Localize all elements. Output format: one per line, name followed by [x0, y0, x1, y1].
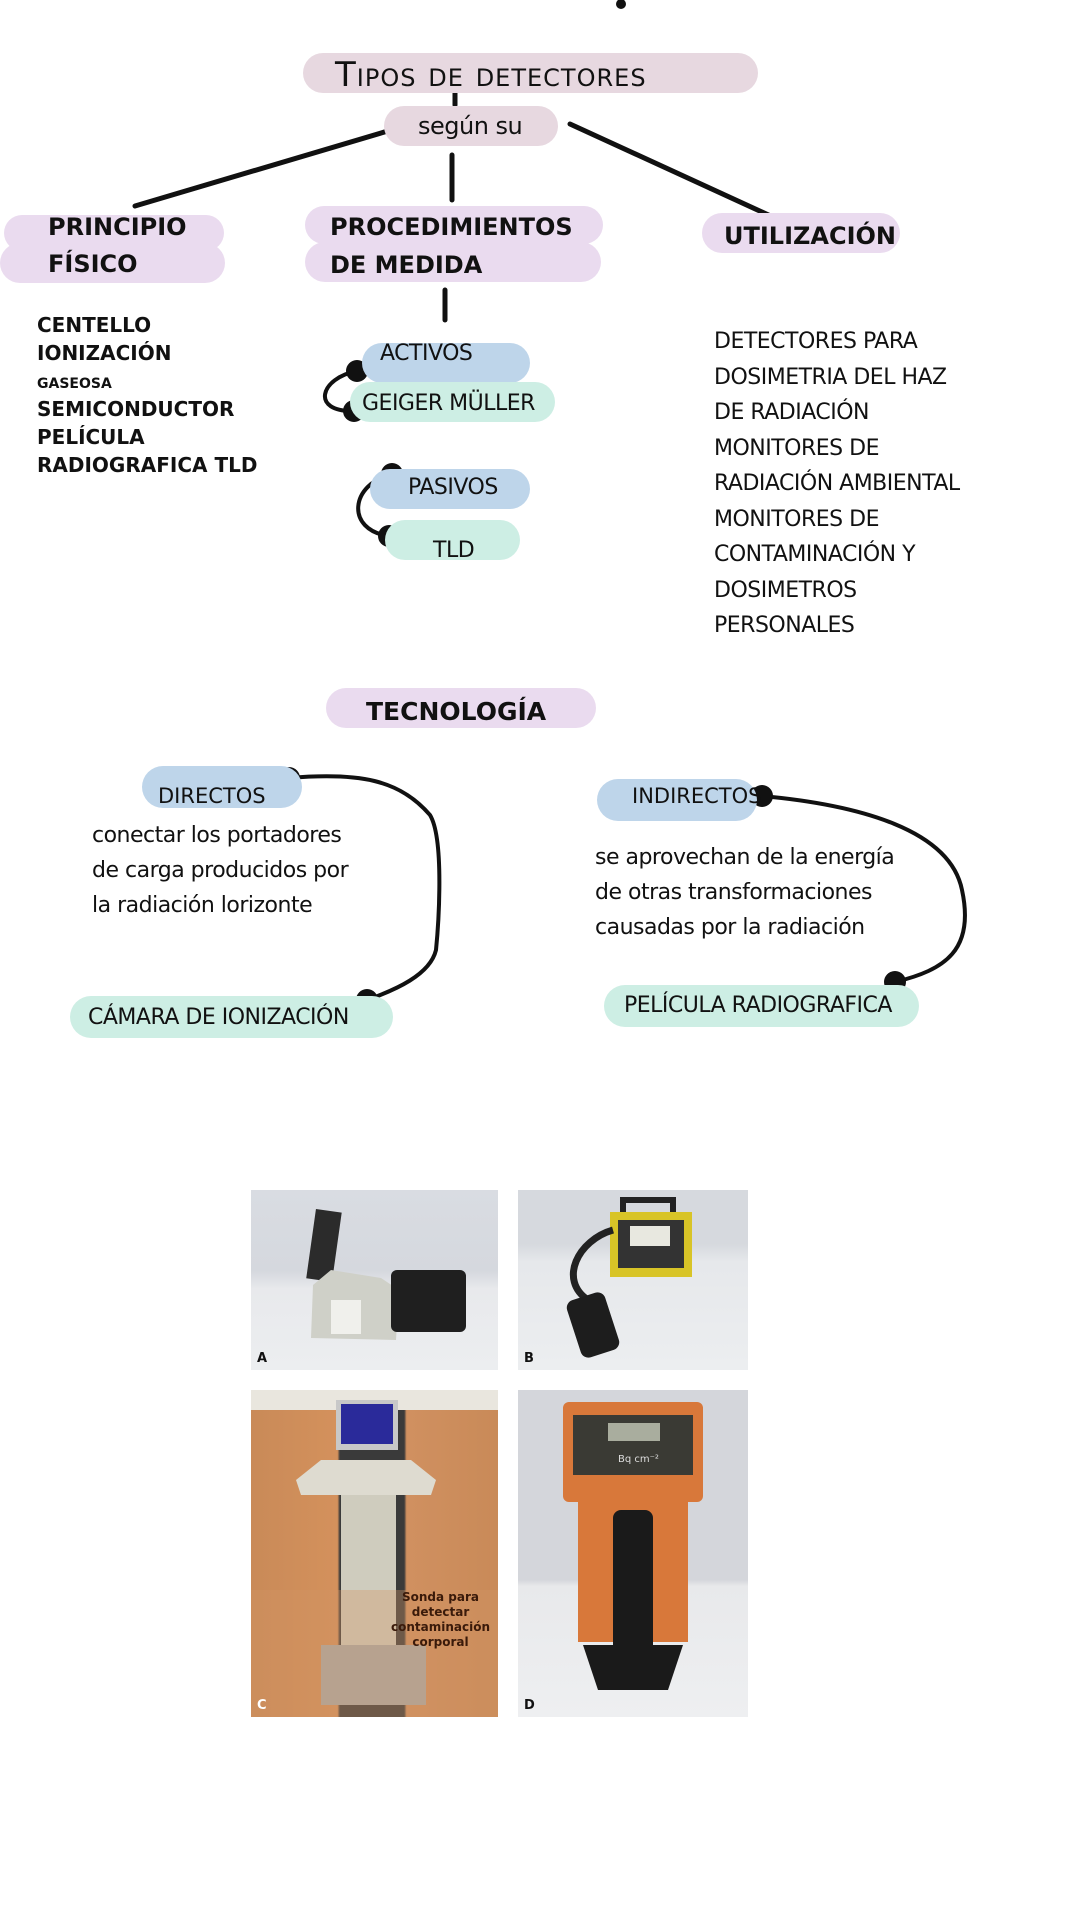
directos-description: conectar los portadores de carga produci… [92, 818, 349, 923]
principio-item: GASEOSA [37, 369, 112, 393]
photo-panel-c: Sonda para detectar contaminación corpor… [251, 1390, 498, 1717]
utilizacion-item: PERSONALES [714, 613, 855, 638]
procedimientos-label-2: DE MEDIDA [330, 251, 483, 279]
panel-label: D [524, 1698, 535, 1713]
utilizacion-item: DOSIMETROS [714, 577, 857, 603]
page-title: Tipos de detectores [335, 55, 647, 95]
photo-panel-d: Bq cm⁻² D [518, 1390, 748, 1717]
tecnologia-label: TECNOLOGÍA [366, 697, 547, 726]
geiger-pill [350, 382, 555, 422]
connector-pill [384, 106, 558, 146]
utilizacion-item: DE RADIACIÓN [714, 400, 869, 425]
utilizacion-item: RADIACIÓN AMBIENTAL [714, 471, 960, 496]
pelicula-pill [604, 985, 919, 1027]
connector-label: según su [418, 112, 523, 140]
activos-label: ACTIVOS [380, 341, 473, 366]
principio-item: RADIOGRAFICA TLD [37, 453, 258, 477]
survey-meter-b-illustration [566, 1197, 692, 1358]
procedimientos-pill-1 [305, 206, 603, 244]
orange-meter-illustration: Bq cm⁻² [563, 1402, 703, 1690]
activos-pill [362, 343, 530, 383]
principio-item: CENTELLO [37, 313, 152, 337]
procedimientos-label-1: PROCEDIMIENTOS [330, 213, 573, 241]
meter-unit-text: Bq cm⁻² [618, 1454, 659, 1465]
pasivos-label: PASIVOS [408, 475, 498, 500]
tecnologia-pill [326, 688, 596, 728]
directos-desc-line: la radiación lorizonte [92, 893, 313, 918]
principio-pill-2 [0, 243, 225, 283]
geiger-label: GEIGER MÜLLER [362, 391, 535, 416]
panel-label: A [257, 1351, 268, 1366]
utilizacion-item: DETECTORES PARA [714, 329, 918, 354]
pelicula-label: PELÍCULA RADIOGRAFICA [624, 993, 892, 1018]
tld-pill [385, 520, 520, 560]
principio-item: SEMICONDUCTOR [37, 397, 235, 421]
camara-label: CÁMARA DE IONIZACIÓN [88, 1005, 349, 1030]
panel-label: B [524, 1351, 534, 1366]
principio-item: IONIZACIÓN [37, 341, 172, 365]
utilizacion-list: DETECTORES PARA DOSIMETRIA DEL HAZ DE RA… [714, 324, 960, 644]
principio-list: CENTELLO IONIZACIÓN GASEOSA SEMICONDUCTO… [37, 311, 257, 479]
principio-label-1: PRINCIPIO [48, 213, 187, 241]
procedimientos-pill-2 [305, 242, 601, 282]
indirectos-desc-line: causadas por la radiación [595, 915, 865, 940]
indirectos-pill [597, 779, 757, 821]
indirectos-description: se aprovechan de la energía de otras tra… [595, 840, 895, 945]
indirectos-desc-line: de otras transformaciones [595, 880, 873, 905]
indirectos-label: INDIRECTOS [632, 784, 762, 808]
utilizacion-item: DOSIMETRIA DEL HAZ [714, 364, 947, 390]
utilizacion-item: MONITORES DE [714, 435, 879, 461]
survey-meter-a-illustration [306, 1208, 466, 1340]
tld-label: TLD [433, 538, 475, 563]
utilizacion-label: UTILIZACIÓN [724, 222, 897, 250]
photo-panel-b: B [518, 1190, 748, 1370]
directos-desc-line: de carga producidos por [92, 858, 349, 883]
panel-label: C [257, 1698, 267, 1713]
pasivos-pill [370, 469, 530, 509]
title-pill [303, 53, 758, 93]
utilizacion-item: CONTAMINACIÓN Y [714, 542, 916, 567]
principio-label-2: FÍSICO [48, 250, 138, 278]
utilizacion-pill [702, 213, 900, 253]
indirectos-desc-line: se aprovechan de la energía [595, 845, 895, 870]
directos-label: DIRECTOS [158, 784, 266, 808]
camara-pill [70, 996, 393, 1038]
principio-item: PELÍCULA [37, 425, 145, 449]
probe-annotation: Sonda para detectar contaminación corpor… [391, 1590, 491, 1649]
contamination-monitor-illustration [251, 1390, 498, 1717]
utilizacion-item: MONITORES DE [714, 506, 879, 532]
directos-desc-line: conectar los portadores [92, 823, 342, 848]
directos-pill [142, 766, 302, 808]
photo-panel-a: A [251, 1190, 498, 1370]
